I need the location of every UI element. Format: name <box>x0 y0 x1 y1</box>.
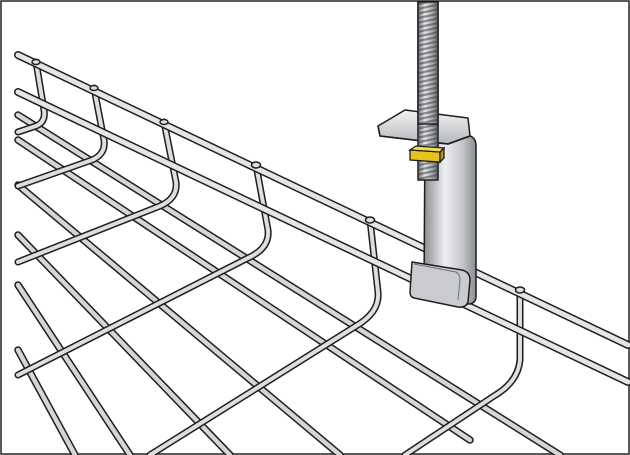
threaded-rod-upper <box>417 1 439 125</box>
tray-cross-wires <box>14 58 524 455</box>
hex-nut <box>408 145 446 164</box>
cross-wire-tips <box>31 58 526 294</box>
wire-mesh-tray <box>14 51 630 455</box>
tray-side-rails <box>14 51 630 386</box>
